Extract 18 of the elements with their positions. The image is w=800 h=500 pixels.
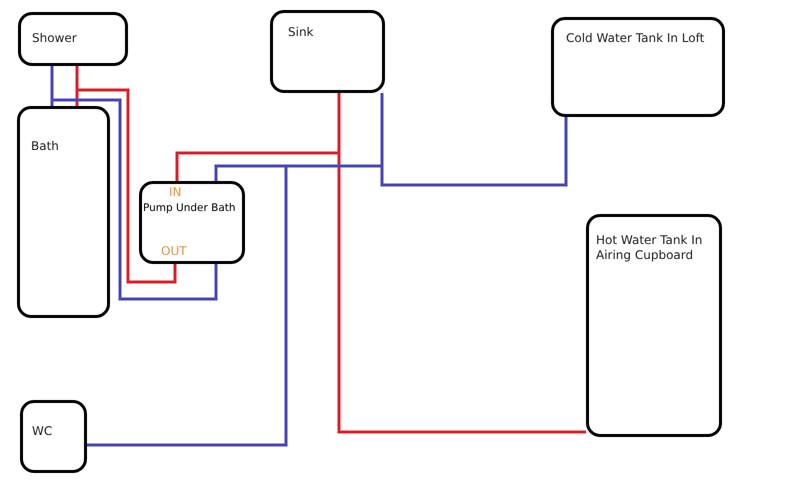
pipe-line [76,66,176,284]
box-label: Sink [288,25,315,40]
box-label: Hot Water Tank In Airing Cupboard [596,233,704,263]
box-label: Shower [32,31,78,46]
pipe-line [50,66,218,300]
box-label: WC [32,424,54,439]
port-label: OUT [161,244,187,259]
port-label: IN [169,185,182,200]
box-label: Cold Water Tank In Loft [566,31,706,46]
room-box [551,17,725,117]
room-box [17,106,110,318]
room-box [270,10,385,93]
room-box [586,214,722,437]
box-label: Bath [31,139,60,154]
room-box [18,12,128,66]
box-label: Pump Under Bath [143,201,236,216]
room-box [20,400,87,473]
room-box [139,181,245,264]
